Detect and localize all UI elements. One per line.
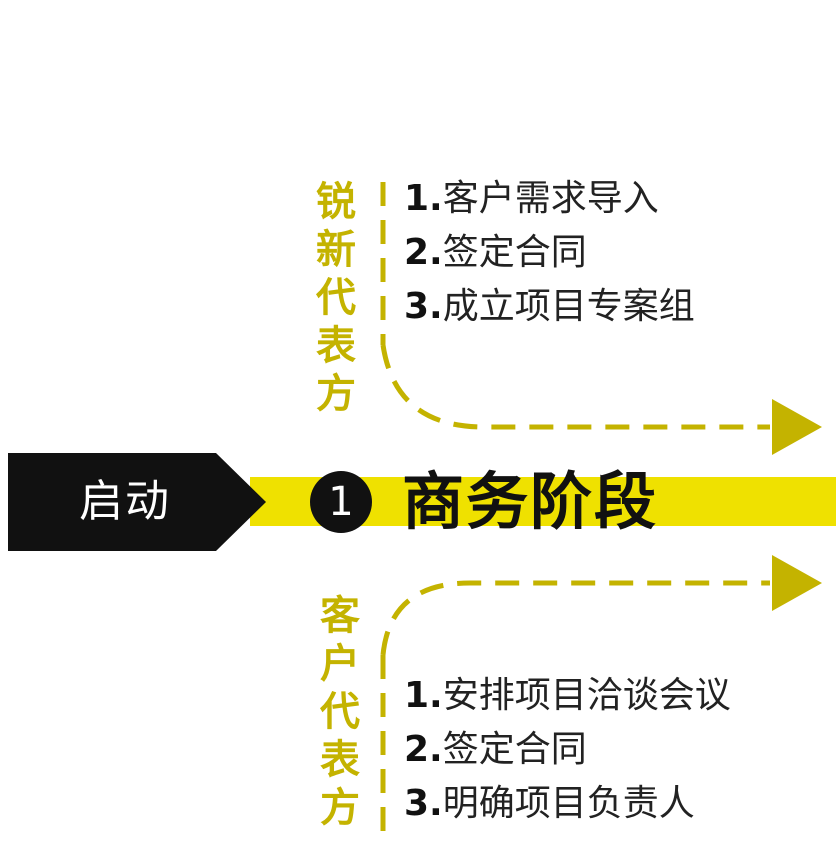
start-label: 启动: [79, 476, 171, 527]
step-number-badge: 1: [310, 471, 372, 533]
bottom-branch-label: 客户代表方: [320, 593, 360, 831]
list-item: 2.签定合同: [404, 226, 695, 280]
item-text: 客户需求导入: [442, 178, 659, 219]
list-item: 3.明确项目负责人: [404, 777, 731, 831]
bottom-branch-arrowhead: [772, 555, 822, 611]
item-number: 2.: [404, 232, 443, 273]
list-item: 2.签定合同: [404, 723, 731, 777]
item-number: 3.: [404, 783, 443, 824]
bottom-branch-task-list: 1.安排项目洽谈会议 2.签定合同 3.明确项目负责人: [404, 669, 731, 831]
list-item: 1.安排项目洽谈会议: [404, 669, 731, 723]
top-branch-arrowhead: [772, 399, 822, 455]
item-number: 1.: [404, 178, 443, 219]
top-branch-label: 锐新代表方: [316, 179, 356, 417]
top-branch-task-list: 1.客户需求导入 2.签定合同 3.成立项目专案组: [404, 172, 695, 334]
item-text: 安排项目洽谈会议: [442, 675, 731, 716]
top-branch-arrow-path: [380, 344, 770, 430]
item-text: 成立项目专案组: [442, 286, 695, 327]
item-text: 明确项目负责人: [442, 783, 695, 824]
item-number: 3.: [404, 286, 443, 327]
item-text: 签定合同: [442, 729, 587, 770]
stage-title: 商务阶段: [402, 465, 659, 538]
list-item: 1.客户需求导入: [404, 172, 695, 226]
item-text: 签定合同: [442, 232, 587, 273]
item-number: 1.: [404, 675, 443, 716]
start-chevron: [8, 453, 266, 551]
item-number: 2.: [404, 729, 443, 770]
list-item: 3.成立项目专案组: [404, 280, 695, 334]
bottom-branch-arrow-path: [380, 580, 770, 656]
